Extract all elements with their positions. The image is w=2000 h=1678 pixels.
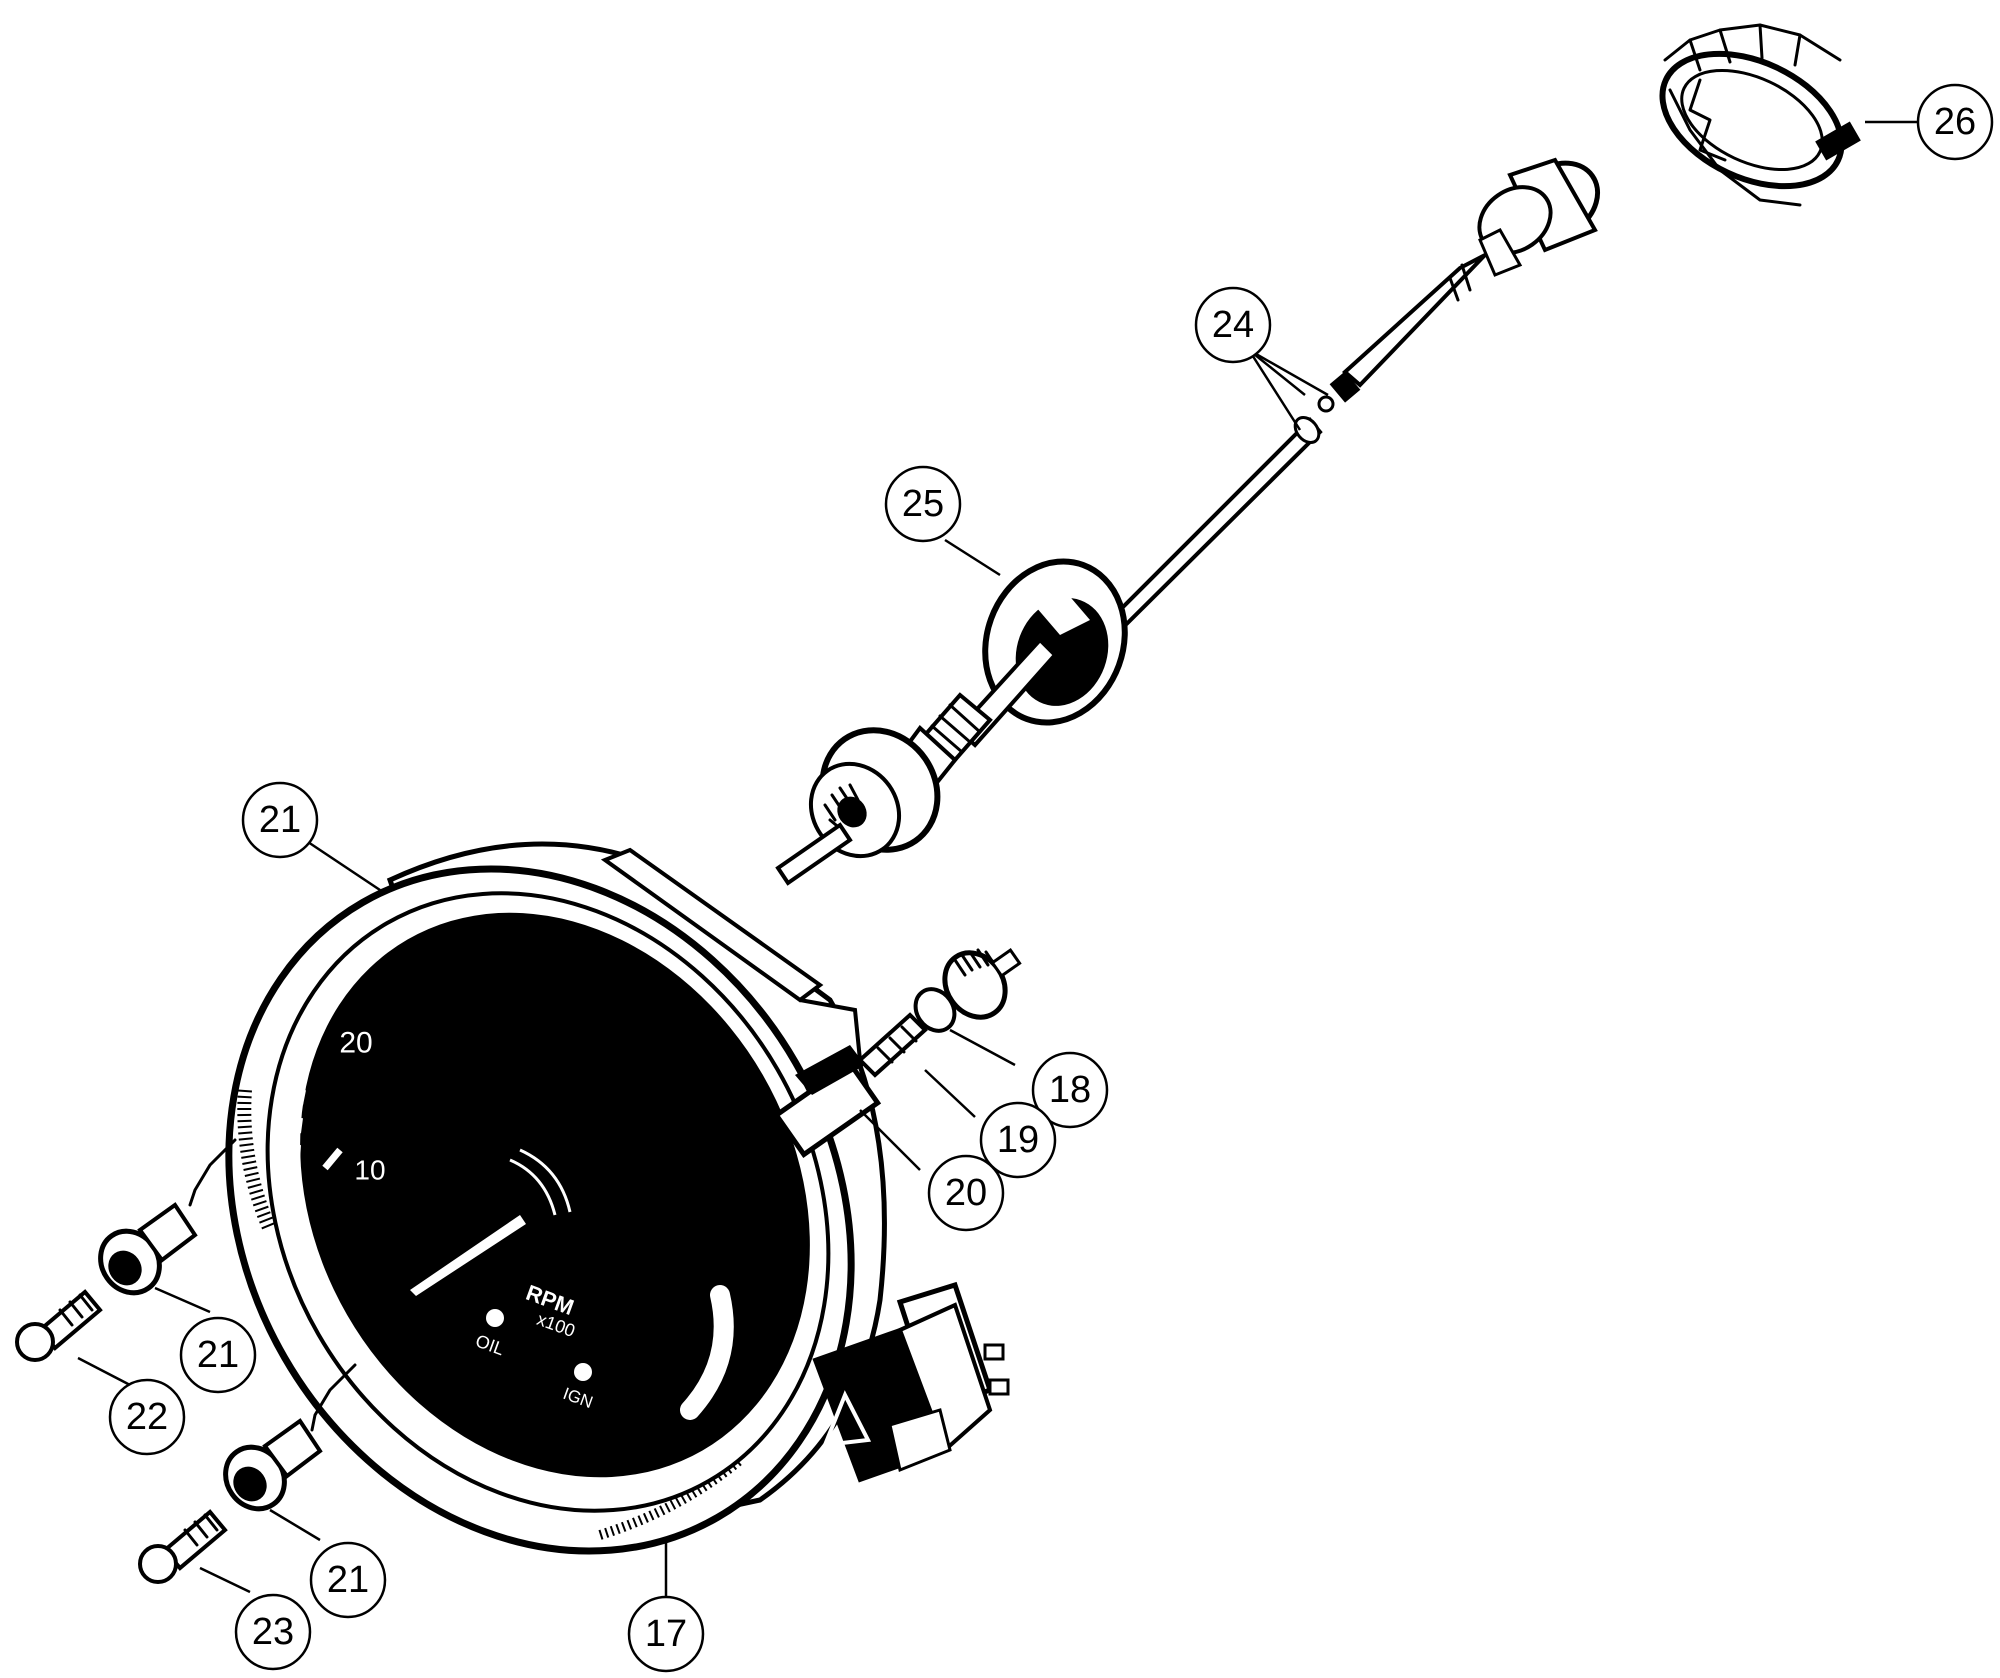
callout-24: 24 <box>1194 286 1272 364</box>
callout-17: 17 <box>627 1595 705 1673</box>
svg-text:19: 19 <box>997 1119 1039 1161</box>
retaining-clip <box>1659 23 1861 207</box>
callout-21-middle: 21 <box>179 1316 257 1394</box>
oil-warning-lamp <box>486 1309 504 1327</box>
svg-text:20: 20 <box>945 1172 987 1214</box>
bulb-22 <box>15 1289 103 1362</box>
svg-text:17: 17 <box>645 1613 687 1655</box>
leader-lines <box>77 120 1917 1598</box>
svg-text:21: 21 <box>197 1334 239 1376</box>
svg-text:26: 26 <box>1934 101 1976 143</box>
callout-20: 20 <box>927 1154 1005 1232</box>
callout-25: 25 <box>884 465 962 543</box>
svg-text:18: 18 <box>1049 1069 1091 1111</box>
svg-text:23: 23 <box>252 1611 294 1653</box>
grommet-and-cable-end <box>775 558 1128 886</box>
svg-text:22: 22 <box>126 1396 168 1438</box>
callout-21-top: 21 <box>241 781 319 859</box>
callout-22: 22 <box>108 1378 186 1456</box>
tachometer-assembly: 20 10 RPM x100 OIL IGN <box>225 841 887 1555</box>
trip-reset-knob-group <box>772 948 1022 1158</box>
callout-23: 23 <box>234 1593 312 1671</box>
svg-text:24: 24 <box>1212 304 1254 346</box>
dial-graduations <box>296 974 347 1291</box>
svg-text:21: 21 <box>259 799 301 841</box>
hazard-switch <box>812 1281 1010 1483</box>
dial-tick-10: 10 <box>354 1155 385 1186</box>
tachometer-needle <box>410 1215 526 1296</box>
ign-warning-lamp <box>574 1363 592 1381</box>
dial-tick-20: 20 <box>339 1027 372 1060</box>
bulb-holder-lower <box>223 1363 357 1512</box>
svg-text:25: 25 <box>902 483 944 525</box>
callout-18: 18 <box>1031 1051 1109 1129</box>
callout-21-bottom: 21 <box>309 1541 387 1619</box>
callout-26: 26 <box>1916 83 1994 161</box>
bulb-holder-upper <box>98 1138 237 1296</box>
bulb-23 <box>138 1509 228 1584</box>
svg-text:21: 21 <box>327 1559 369 1601</box>
callout-19: 19 <box>979 1101 1057 1179</box>
